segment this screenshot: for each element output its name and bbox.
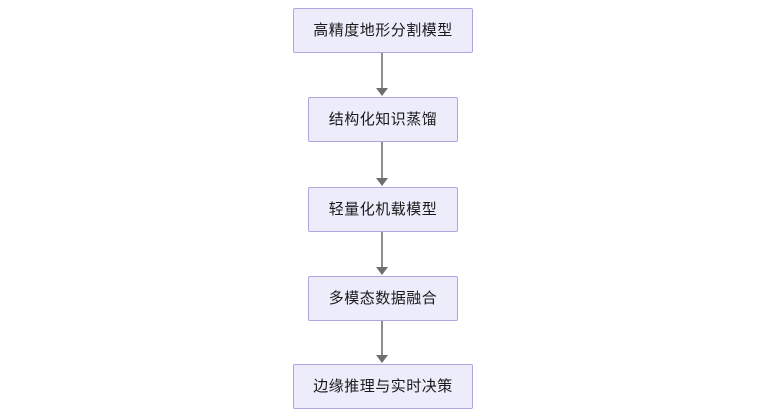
flowchart-edge-3-line (381, 232, 383, 268)
flowchart-node-4-label: 多模态数据融合 (328, 289, 438, 307)
flowchart-node-5-label: 边缘推理与实时决策 (313, 377, 453, 395)
arrow-down-icon (376, 88, 388, 96)
flowchart-node-1[interactable]: 高精度地形分割模型 (293, 8, 473, 53)
arrow-down-icon (376, 267, 388, 275)
flowchart-node-4[interactable]: 多模态数据融合 (308, 276, 458, 321)
flowchart-edge-2-line (381, 142, 383, 179)
flowchart-node-3-label: 轻量化机载模型 (328, 200, 438, 218)
flowchart-node-3[interactable]: 轻量化机载模型 (308, 187, 458, 232)
flowchart-node-1-label: 高精度地形分割模型 (313, 21, 453, 39)
flowchart-node-2-label: 结构化知识蒸馏 (328, 110, 438, 128)
flowchart-edge-4-line (381, 321, 383, 356)
flowchart-node-2[interactable]: 结构化知识蒸馏 (308, 97, 458, 142)
flowchart-node-5[interactable]: 边缘推理与实时决策 (293, 364, 473, 409)
arrow-down-icon (376, 178, 388, 186)
arrow-down-icon (376, 355, 388, 363)
flowchart-edge-1-line (381, 53, 383, 89)
